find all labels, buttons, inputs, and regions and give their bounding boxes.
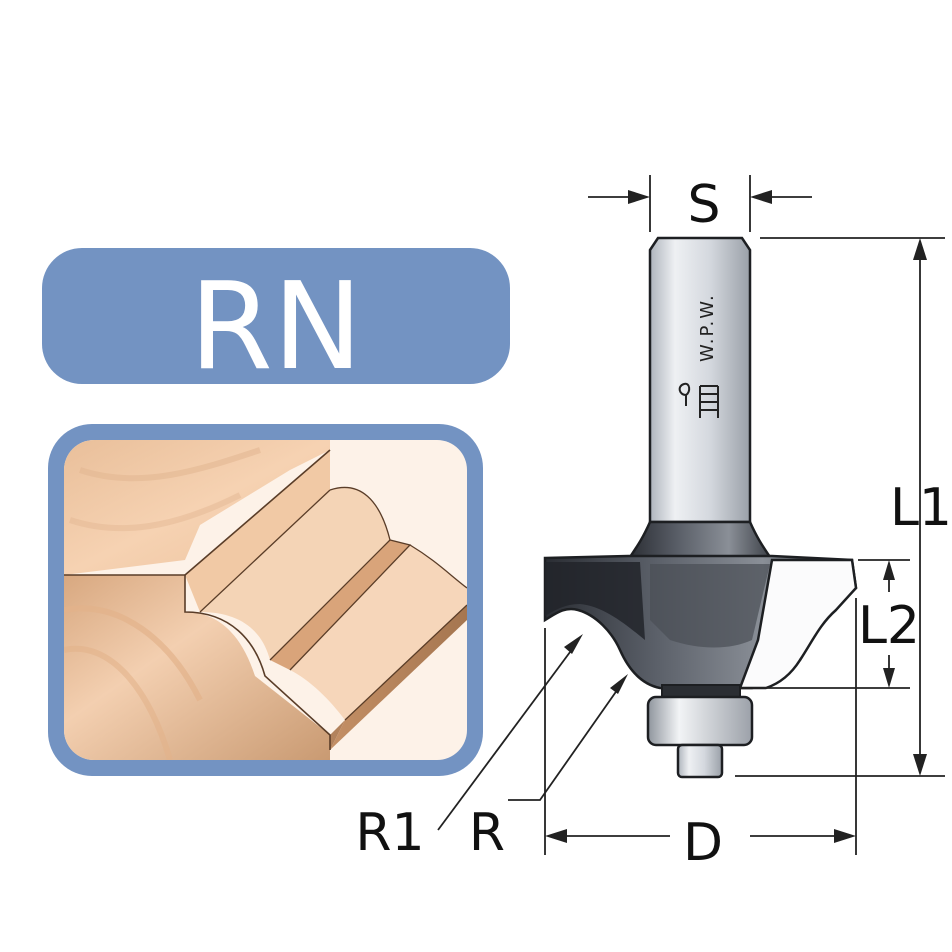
bearing-screw [676,743,724,779]
dim-label-overall-length: L1 [890,478,952,538]
collar [625,520,775,562]
wpw-logo-icon [678,382,719,418]
bearing [646,695,754,747]
bearing-spacer [661,684,741,698]
dim-label-radius-1: R1 [355,803,424,863]
wood-profile-illustration [48,424,483,776]
dimension-lines [437,175,945,855]
brand-mark: W.P.W. [697,293,718,362]
profile-code: RN [189,258,362,397]
profile-code-badge: RN [42,248,510,397]
dim-label-cutting-diameter: D [683,813,723,873]
dim-label-radius: R [469,803,505,863]
dim-label-cutting-length: L2 [858,596,920,656]
dim-label-shank-diameter: S [687,175,720,235]
router-bit: W.P.W. [543,236,858,779]
shank [648,236,752,524]
